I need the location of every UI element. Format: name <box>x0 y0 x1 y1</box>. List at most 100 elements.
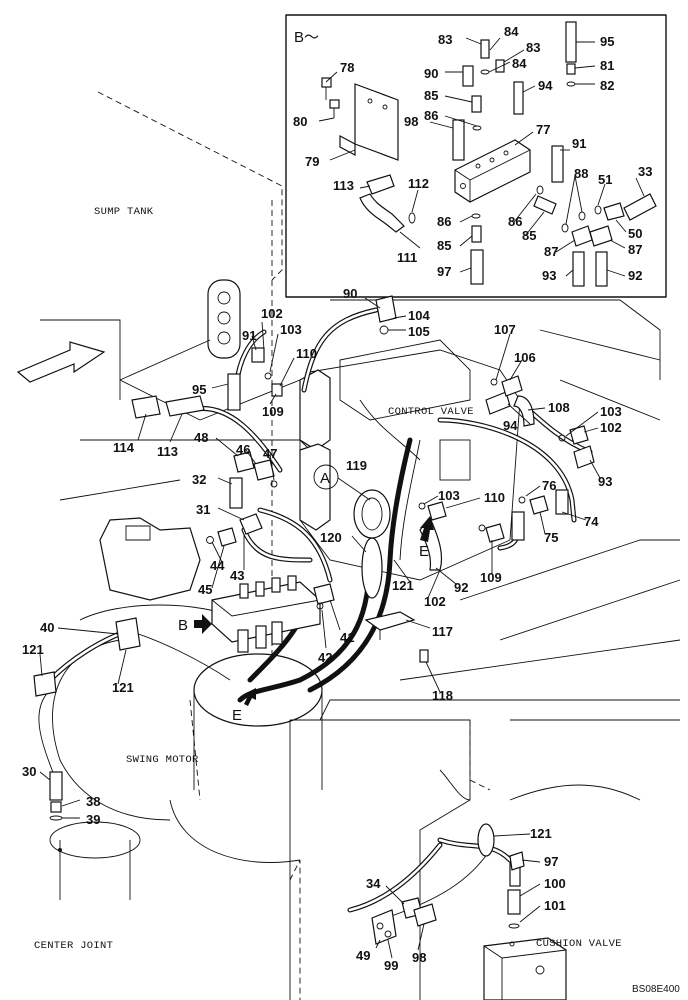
bracket-79 <box>354 83 399 161</box>
callout-93: 93 <box>598 474 612 489</box>
callout-90: 90 <box>343 286 357 301</box>
area-labels: SUMP TANK CONTROL VALVE SWING MOTOR CENT… <box>34 206 680 995</box>
housing-detail <box>439 769 471 801</box>
callout-110: 110 <box>484 490 505 505</box>
port <box>475 163 481 169</box>
hose-108 <box>437 417 577 523</box>
o-ring-110 <box>478 524 486 532</box>
callout-103: 103 <box>280 322 302 337</box>
o-ring-103 <box>558 434 566 442</box>
deck-outline <box>539 329 661 421</box>
callout-76: 76 <box>542 478 556 493</box>
housing-hidden <box>289 859 301 1000</box>
callout-32: 32 <box>192 472 206 487</box>
grommet-119 <box>353 489 391 539</box>
elbow-91 <box>251 347 265 363</box>
fitting-113 <box>165 395 205 417</box>
main-leader-lines <box>39 297 601 959</box>
manifold-fitting <box>255 625 267 649</box>
o-ring-39 <box>49 815 63 821</box>
detail-box-title: B～ <box>294 29 319 46</box>
callout-88: 88 <box>574 166 588 181</box>
manifold-edge <box>211 599 321 617</box>
callout-92: 92 <box>628 268 642 283</box>
callout-49: 49 <box>356 948 370 963</box>
view-a-circle <box>313 464 339 490</box>
callout-95: 95 <box>600 34 614 49</box>
hose-34 <box>347 842 443 913</box>
callout-83: 83 <box>438 32 452 47</box>
fitting-94 <box>513 81 524 115</box>
callout-99: 99 <box>384 958 398 973</box>
fitting-32 <box>229 477 243 509</box>
callout-111: 111 <box>397 250 417 265</box>
o-ring-84 <box>480 69 490 75</box>
callout-117: 117 <box>432 624 453 639</box>
valve-bracket <box>439 439 471 481</box>
fitting-30 <box>49 771 63 801</box>
fitting-81 <box>566 63 576 75</box>
elbow-50 <box>603 202 625 221</box>
o-ring-88a <box>561 223 569 233</box>
callout-34: 34 <box>366 876 381 891</box>
manifold-block-77 <box>454 139 531 203</box>
fitting-98 <box>452 119 465 161</box>
cushion-valve-label: CUSHION VALVE <box>536 938 622 950</box>
fitting-85b <box>471 225 482 243</box>
gauge-window <box>217 331 231 345</box>
fitting-95 <box>565 21 577 63</box>
callout-104: 104 <box>408 308 430 323</box>
hose-34-inner <box>348 843 442 912</box>
fitting-38 <box>50 801 62 813</box>
elbow-111 <box>359 193 405 233</box>
view-e-label: E <box>419 543 429 560</box>
callout-105: 105 <box>408 324 430 339</box>
callout-75: 75 <box>544 530 558 545</box>
callout-85: 85 <box>522 228 536 243</box>
callout-47: 47 <box>263 446 277 461</box>
o-ring-105 <box>379 325 389 335</box>
o-ring-86 <box>472 125 482 131</box>
callout-109: 109 <box>480 570 502 585</box>
callout-86: 86 <box>508 214 522 229</box>
port <box>489 157 495 163</box>
fitting-109 <box>271 383 283 397</box>
elbow-87b <box>589 225 613 247</box>
callout-46: 46 <box>236 442 250 457</box>
fitting-110 <box>427 501 447 521</box>
manifold-fitting <box>237 629 249 653</box>
fitting-84 <box>495 59 505 73</box>
bracket-hole <box>367 98 373 104</box>
callout-82: 82 <box>600 78 614 93</box>
callout-94: 94 <box>538 78 553 93</box>
callout-118: 118 <box>432 688 453 703</box>
bolt-99 <box>376 922 384 930</box>
callout-108: 108 <box>548 400 570 415</box>
deck-outline <box>330 299 661 380</box>
o-ring-88b <box>578 211 586 221</box>
hose-bundle-line <box>399 439 421 561</box>
center-joint-port <box>58 848 62 852</box>
frame-edge <box>40 319 121 400</box>
o-ring-103 <box>418 502 426 510</box>
detail-box-frame <box>285 14 667 298</box>
clamp-40 <box>115 617 141 651</box>
valve-top <box>339 339 471 421</box>
callout-121: 121 <box>392 578 414 593</box>
callout-43: 43 <box>230 568 244 583</box>
clamp-121 <box>477 823 495 857</box>
fitting-93 <box>572 251 585 287</box>
callout-91: 91 <box>572 136 586 151</box>
callout-42: 42 <box>318 650 332 665</box>
o-ring-82 <box>566 81 576 87</box>
housing-detail <box>509 784 641 801</box>
pump-body <box>99 517 201 601</box>
control-valve-label: CONTROL VALVE <box>388 406 474 418</box>
callout-85: 85 <box>424 88 438 103</box>
callout-121: 121 <box>112 680 134 695</box>
callout-112: 112 <box>408 176 429 191</box>
port <box>460 183 466 189</box>
callout-77: 77 <box>536 122 550 137</box>
callout-113: 113 <box>333 178 354 193</box>
